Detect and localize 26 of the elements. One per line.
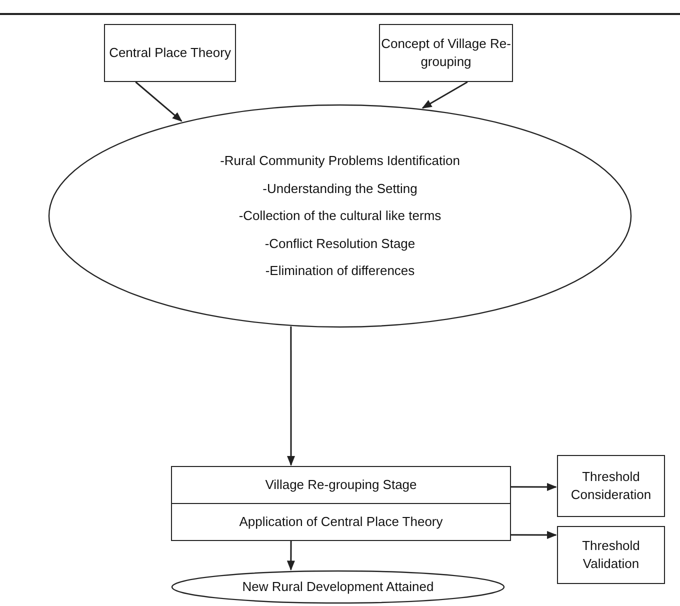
arrow: [422, 81, 468, 109]
process-box: [557, 455, 665, 517]
process-box: [171, 503, 511, 541]
arrow: [287, 326, 296, 466]
arrow: [511, 530, 557, 539]
node-text: -Conflict Resolution Stage: [264, 234, 416, 252]
node-text: -Collection of the cultural like terms: [238, 207, 442, 225]
node-text: -Understanding the Setting: [262, 180, 418, 198]
node-text: Village Re-grouping Stage: [265, 476, 417, 494]
arrow: [511, 482, 557, 491]
node-text: Threshold Validation: [581, 537, 641, 573]
node-text: New Rural Development Attained: [242, 578, 434, 596]
node-text: -Elimination of differences: [265, 262, 415, 280]
arrow: [135, 81, 182, 122]
process-ellipse: [171, 570, 505, 604]
node-text: Central Place Theory: [109, 44, 231, 62]
process-box: [171, 466, 511, 504]
node-text: Application of Central Place Theory: [239, 513, 443, 531]
process-box: [557, 526, 665, 584]
node-text: Threshold Consideration: [570, 468, 652, 504]
node-text: Concept of Village Re-grouping: [380, 35, 512, 71]
arrow: [286, 541, 295, 571]
process-box: [379, 24, 513, 82]
process-ellipse: [48, 104, 632, 328]
process-box: [104, 24, 236, 82]
node-text: -Rural Community Problems Identification: [220, 152, 460, 170]
